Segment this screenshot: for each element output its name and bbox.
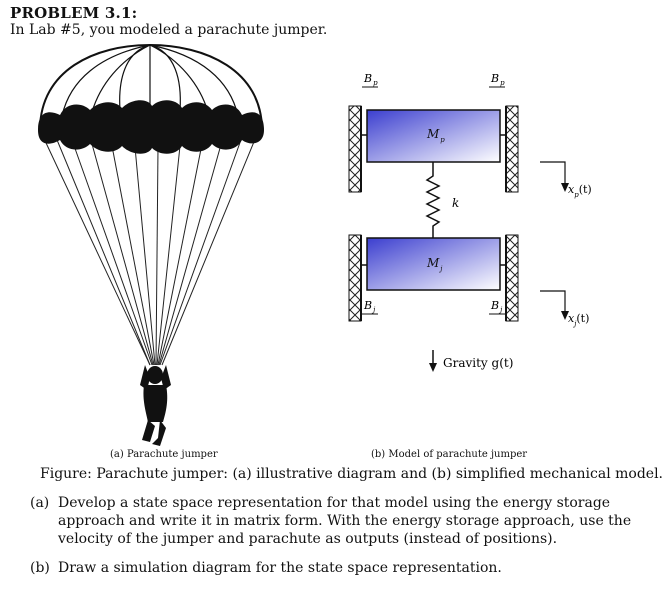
position-arrow-jumper: [540, 290, 566, 313]
question-label: (a): [30, 495, 50, 511]
position-arrow-parachute: [540, 161, 566, 185]
question-item: (b) Draw a simulation diagram for the st…: [30, 559, 640, 577]
damper-bottom-left-label: Bj: [362, 299, 378, 315]
svg-text:Bp: Bp: [490, 72, 505, 87]
problem-title: PROBLEM 3.1:: [10, 4, 138, 22]
damper-top-left-label: Bp: [362, 72, 378, 88]
sub-caption-a: (a) Parachute jumper: [110, 449, 218, 460]
question-label: (b): [30, 560, 50, 576]
question-text: Draw a simulation diagram for the state …: [58, 560, 502, 576]
mechanical-model: Mp Mj k Bp Bp Bj Bj: [348, 72, 592, 372]
mass-parachute: [366, 109, 501, 163]
damper-top-right-label: Bp: [489, 72, 505, 88]
question-list: (a) Develop a state space representation…: [30, 494, 640, 588]
question-text: Develop a state space representation for…: [58, 495, 632, 547]
wall-left-bottom: [348, 234, 362, 322]
mass-jumper-label: Mj: [426, 256, 443, 273]
gravity-label: Gravity g(t): [443, 356, 513, 370]
wall-right-bottom: [505, 234, 519, 322]
damper-bottom-right-label: Bj: [489, 299, 505, 315]
position-parachute-label: xp(t): [568, 183, 592, 199]
question-item: (a) Develop a state space representation…: [30, 494, 640, 548]
gravity-arrow-head: [429, 363, 437, 372]
parachute-illustration: [38, 43, 264, 446]
mass-jumper: [366, 237, 501, 291]
wall-left-top: [348, 105, 362, 193]
svg-text:Bj: Bj: [490, 299, 503, 314]
position-jumper-label: xj(t): [568, 312, 589, 328]
problem-intro: In Lab #5, you modeled a parachute jumpe…: [10, 22, 328, 38]
spring-label: k: [452, 196, 459, 210]
wall-right-top: [505, 105, 519, 193]
svg-text:Bj: Bj: [363, 299, 376, 314]
sub-caption-b: (b) Model of parachute jumper: [371, 449, 528, 460]
parachute-figure: Mp Mj k Bp Bp Bj Bj: [38, 43, 592, 446]
spring-k: [425, 162, 441, 238]
canopy-band: [38, 100, 264, 154]
suspension-lines: [39, 129, 259, 366]
jumper-silhouette: [140, 365, 171, 446]
svg-text:Bp: Bp: [363, 72, 378, 87]
mass-parachute-label: Mp: [426, 127, 445, 144]
figure-caption: Figure: Parachute jumper: (a) illustrati…: [40, 466, 663, 482]
